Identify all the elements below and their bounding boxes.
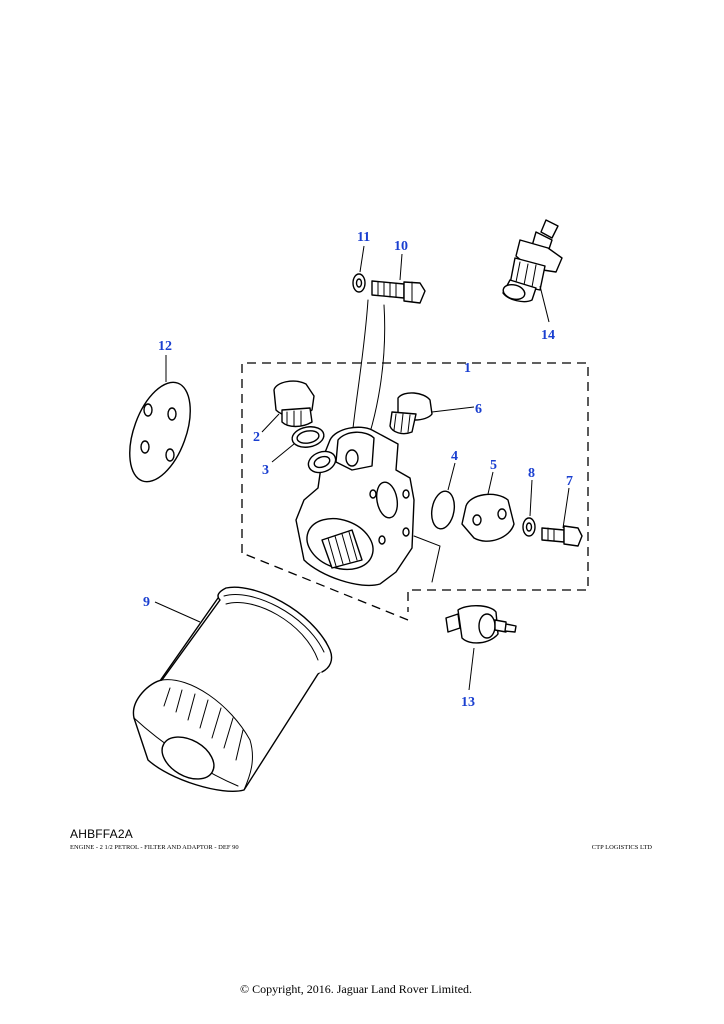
part-3-seal-ring <box>291 426 325 448</box>
callout-8: 8 <box>528 466 535 481</box>
leader-lines <box>154 245 570 691</box>
part-14-sender-switch <box>502 219 563 303</box>
callout-14: 14 <box>541 328 555 343</box>
callout-9: 9 <box>143 595 150 610</box>
callout-4: 4 <box>451 449 458 464</box>
callout-6: 6 <box>475 402 482 417</box>
callout-3: 3 <box>262 463 269 478</box>
part-10-bolt <box>371 280 426 304</box>
assembly-boundary-dashed <box>241 362 589 621</box>
callout-2: 2 <box>253 430 260 445</box>
callout-10: 10 <box>394 239 408 254</box>
callout-5: 5 <box>490 458 497 473</box>
part-5-cover-plate <box>461 493 515 542</box>
leader-1-bracket <box>413 535 441 583</box>
part-7-bolt <box>541 525 583 547</box>
part-8-washer <box>522 517 536 537</box>
callout-13: 13 <box>461 695 475 710</box>
part-11-washer <box>352 273 366 293</box>
callout-11: 11 <box>357 230 370 245</box>
publisher-label: CTP LOGISTICS LTD <box>591 844 652 851</box>
part-2-plug <box>273 380 315 428</box>
part-9-oil-filter <box>132 586 333 792</box>
copyright-notice: © Copyright, 2016. Jaguar Land Rover Lim… <box>239 982 473 996</box>
part-6-plug <box>389 392 433 435</box>
part-12-gasket <box>129 381 191 483</box>
diagram-caption: ENGINE - 2 1/2 PETROL - FILTER AND ADAPT… <box>70 844 239 851</box>
part-4-o-ring <box>430 490 456 530</box>
callout-1: 1 <box>464 361 471 376</box>
callout-7: 7 <box>566 474 573 489</box>
part-13-pressure-switch <box>445 605 517 644</box>
callout-12: 12 <box>158 339 172 354</box>
part-1-filter-adaptor <box>295 426 415 587</box>
diagram-reference-code: AHBFFA2A <box>70 827 133 841</box>
